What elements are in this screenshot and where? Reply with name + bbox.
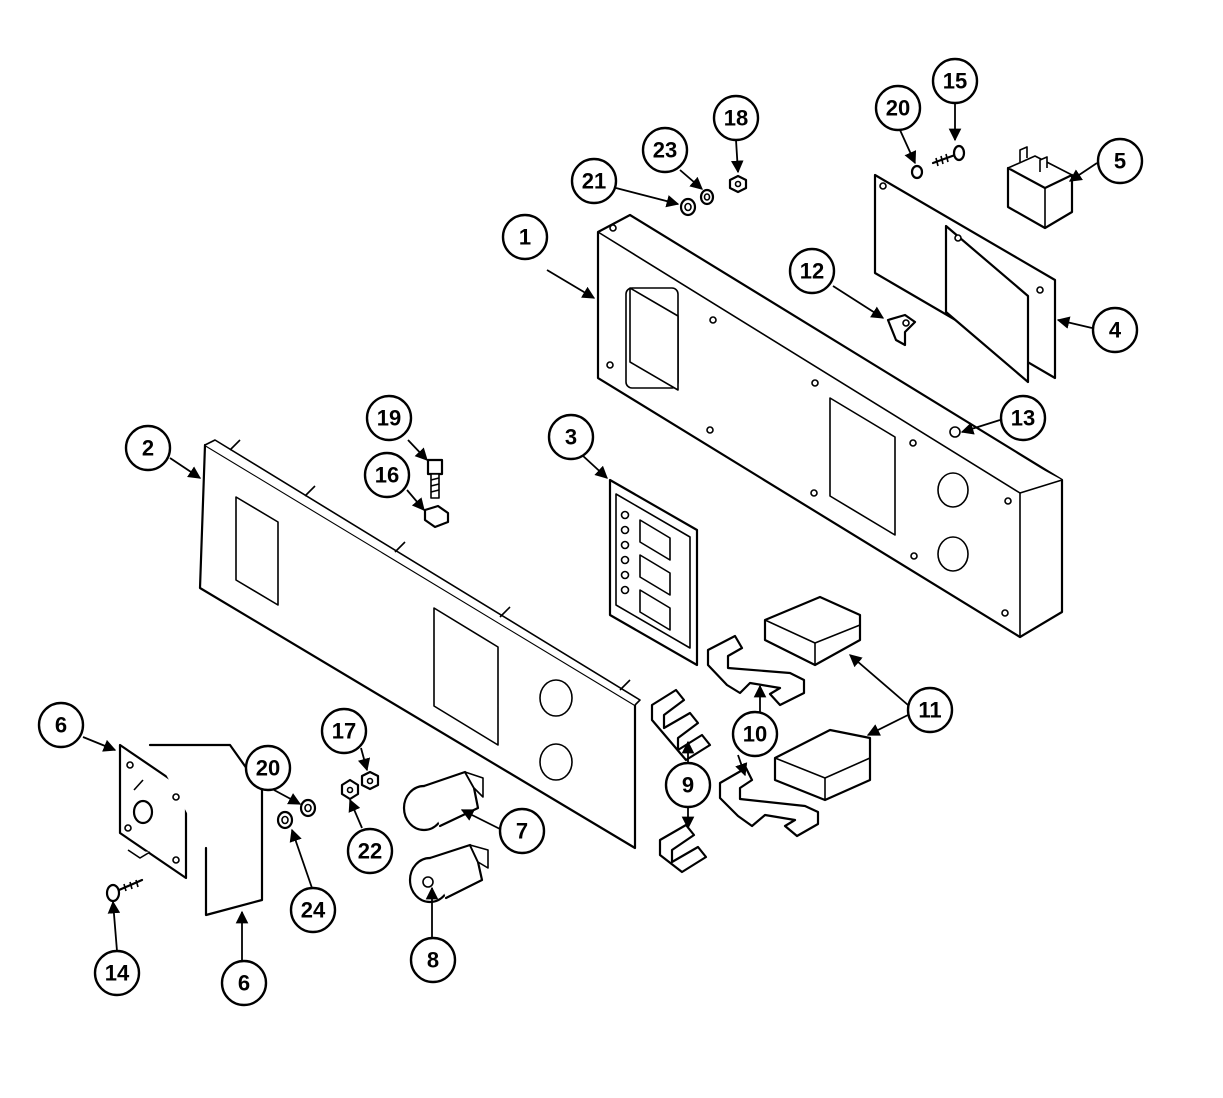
callout-label: 2: [142, 436, 154, 461]
nut-18: [728, 174, 748, 194]
callout-label: 22: [358, 839, 382, 864]
callout-3: 3: [547, 413, 595, 461]
callout-label: 20: [886, 96, 910, 121]
switch-assembly: [118, 743, 264, 917]
screw-15: [931, 144, 966, 167]
callout-label: 14: [105, 961, 130, 986]
callout-label: 1: [519, 225, 531, 250]
callout-18: 18: [712, 94, 760, 142]
rear-control-panel: [596, 213, 1064, 639]
callout-20-bottom: 20: [244, 744, 292, 792]
callout-19: 19: [365, 394, 413, 442]
callout-2: 2: [124, 424, 172, 472]
callout-22: 22: [346, 827, 394, 875]
callout-12: 12: [788, 247, 836, 295]
washer-24: [276, 810, 294, 830]
bolt-19: [426, 458, 444, 499]
callout-label: 13: [1011, 406, 1035, 431]
front-console-panel: [198, 439, 641, 850]
callout-label: 20: [256, 756, 280, 781]
callout-10: 10: [731, 710, 779, 758]
callout-label: 8: [427, 948, 439, 973]
knob-8: [408, 843, 489, 904]
light-pipe-9: [650, 688, 712, 874]
nut-16: [423, 504, 450, 529]
callout-label: 12: [800, 259, 824, 284]
callout-24: 24: [289, 886, 337, 934]
callout-20-top: 20: [874, 84, 922, 132]
callout-11: 11: [906, 686, 954, 734]
callout-5: 5: [1096, 137, 1144, 185]
nut-22: [340, 778, 360, 801]
callout-21: 21: [570, 157, 618, 205]
callout-label: 7: [516, 819, 528, 844]
callout-label: 18: [724, 106, 748, 131]
callout-label: 4: [1109, 318, 1122, 343]
callout-16: 16: [363, 451, 411, 499]
light-pipe-10: [706, 634, 820, 838]
callout-label: 19: [377, 406, 401, 431]
insulation-block: [763, 595, 872, 802]
screw-14: [105, 878, 144, 903]
callout-4: 4: [1091, 306, 1139, 354]
control-board: [873, 173, 1057, 384]
washer-21: [679, 197, 697, 217]
callout-label: 23: [653, 138, 677, 163]
callout-label: 6: [55, 713, 67, 738]
callout-7: 7: [498, 807, 546, 855]
callout-label: 24: [301, 898, 326, 923]
washer-20-bottom: [299, 798, 317, 818]
callout-label: 3: [565, 425, 577, 450]
callout-label: 10: [743, 722, 767, 747]
washer-23: [699, 188, 715, 206]
callout-14: 14: [93, 949, 141, 997]
callout-label: 16: [375, 463, 399, 488]
callout-9: 9: [664, 761, 712, 809]
callout-label: 5: [1114, 149, 1126, 174]
callout-label: 15: [943, 69, 967, 94]
leader-lines: [82, 103, 1098, 962]
mounting-hole: [606, 224, 1012, 617]
callout-label: 21: [582, 169, 606, 194]
knob-7: [402, 770, 484, 832]
wire-clip-12: [886, 313, 917, 347]
callout-1: 1: [501, 213, 549, 261]
washer-20-top: [910, 164, 924, 180]
nut-17: [360, 770, 380, 791]
callout-13: 13: [999, 394, 1047, 442]
callout-6-top: 6: [37, 701, 85, 749]
relay: [1006, 146, 1074, 230]
callout-17: 17: [320, 707, 368, 755]
callout-23: 23: [641, 126, 689, 174]
callout-15: 15: [931, 57, 979, 105]
callout-8: 8: [409, 936, 457, 984]
keypad-indicator-dot: [620, 510, 630, 595]
callout-label: 17: [332, 719, 356, 744]
callout-label: 11: [918, 698, 941, 723]
callout-label: 9: [682, 773, 694, 798]
console-stud: [229, 439, 631, 691]
callout-6-bottom: 6: [220, 959, 268, 1007]
keypad-overlay: [608, 478, 699, 667]
callout-label: 6: [238, 971, 250, 996]
